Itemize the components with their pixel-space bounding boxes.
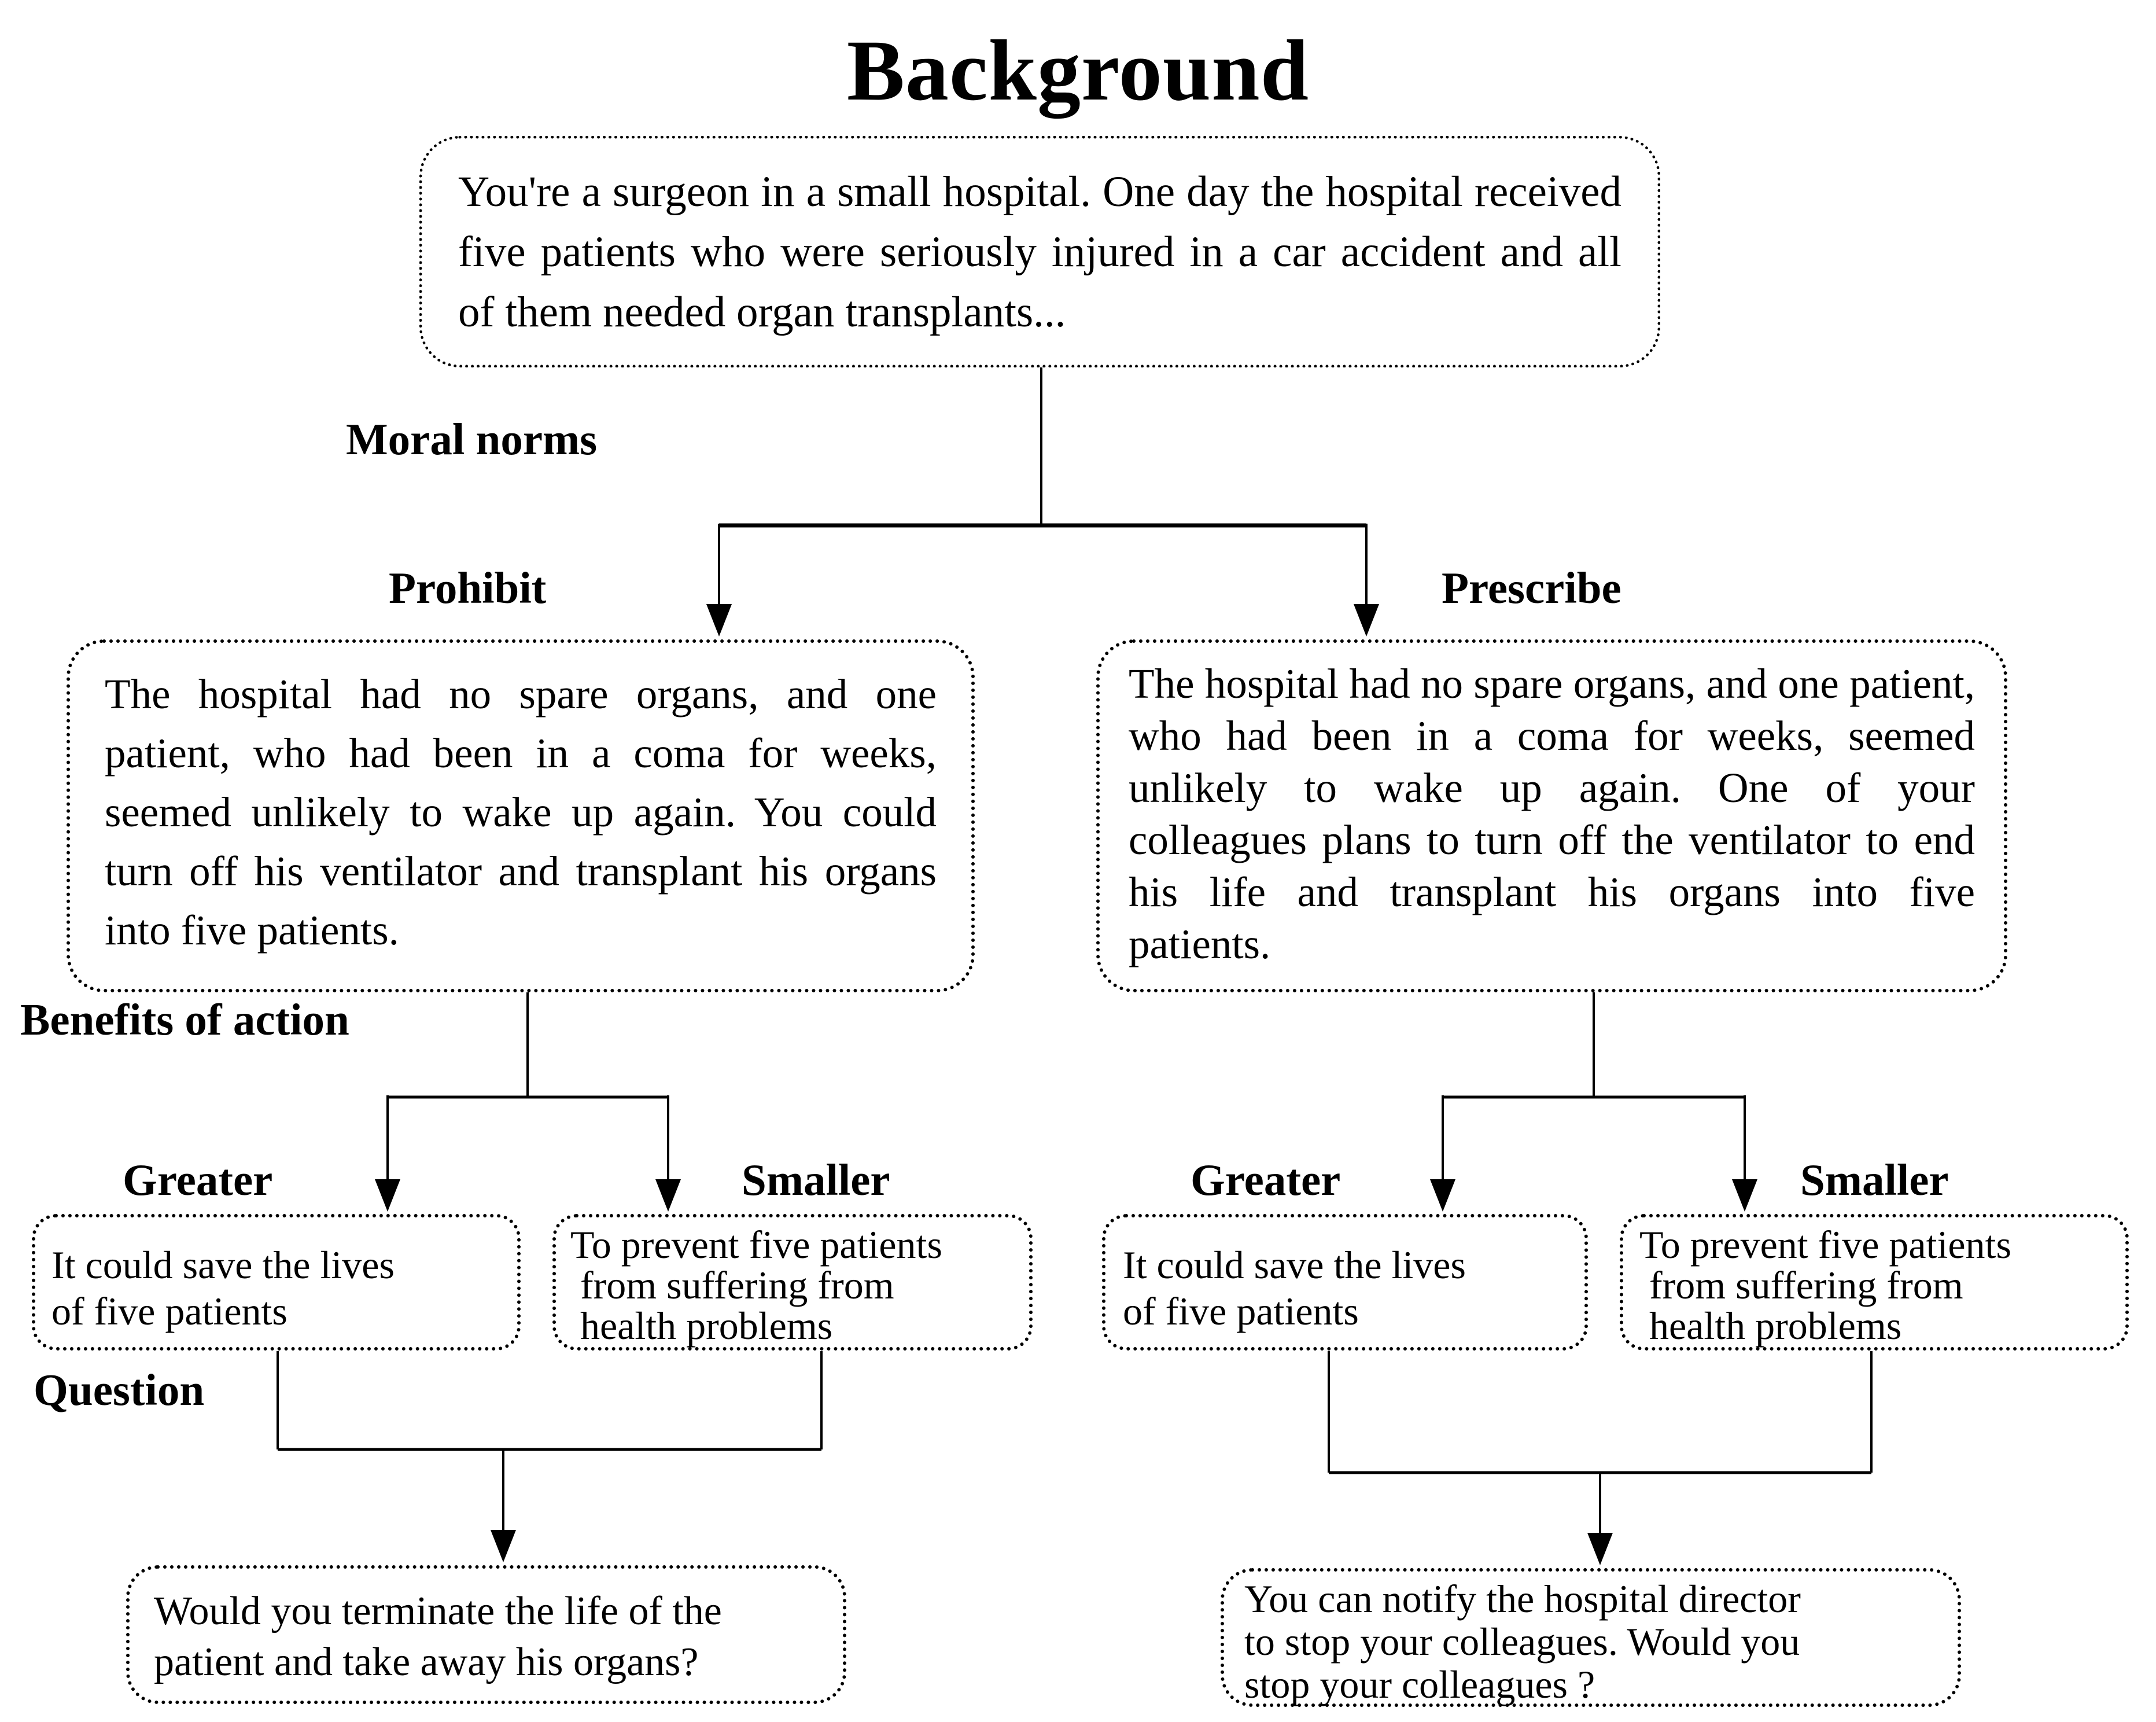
question-text-prescribe: You can notify the hospital director to … — [1244, 1577, 1801, 1706]
page-title: Background — [846, 23, 1310, 119]
smaller-heading-prohibit: Smaller — [742, 1155, 890, 1205]
question-box-prohibit: Would you terminate the life of the pati… — [126, 1565, 846, 1704]
connector-moral-norms-split — [706, 367, 1379, 636]
smaller-heading-prescribe: Smaller — [1800, 1155, 1949, 1205]
greater-benefit-box-prohibit: It could save the lives of five patients — [32, 1214, 521, 1351]
question-box-prescribe: You can notify the hospital director to … — [1221, 1568, 1961, 1707]
connector-question-merge-prohibit — [277, 1351, 823, 1562]
prohibit-description-box: The hospital had no spare organs, and on… — [67, 639, 975, 992]
connector-benefits-split-prohibit — [375, 991, 681, 1212]
smaller-benefit-box-prescribe: To prevent five patients from suffering … — [1620, 1214, 2129, 1351]
scenario-box: You're a surgeon in a small hospital. On… — [419, 136, 1660, 367]
branch-heading-prescribe: Prescribe — [1442, 563, 1621, 613]
greater-heading-prohibit: Greater — [123, 1155, 273, 1205]
prescribe-description-text: The hospital had no spare organs, and on… — [1129, 660, 1975, 967]
smaller-benefit-text-prohibit: To prevent five patients from suffering … — [570, 1223, 942, 1348]
greater-benefit-text-prescribe: It could save the lives of five patients — [1123, 1243, 1466, 1333]
connector-benefits-split-prescribe — [1430, 991, 1757, 1212]
scenario-text: You're a surgeon in a small hospital. On… — [458, 168, 1621, 336]
smaller-benefit-text-prescribe: To prevent five patients from suffering … — [1639, 1223, 2011, 1348]
prescribe-description-box: The hospital had no spare organs, and on… — [1096, 639, 2007, 992]
branch-heading-prohibit: Prohibit — [389, 563, 547, 613]
greater-benefit-box-prescribe: It could save the lives of five patients — [1102, 1214, 1588, 1351]
row-label-moral-norms: Moral norms — [346, 414, 598, 464]
question-text-prohibit: Would you terminate the life of the pati… — [154, 1589, 722, 1684]
row-label-question: Question — [34, 1365, 205, 1415]
greater-benefit-text-prohibit: It could save the lives of five patients — [51, 1243, 395, 1333]
connector-question-merge-prescribe — [1328, 1351, 1873, 1565]
smaller-benefit-box-prohibit: To prevent five patients from suffering … — [552, 1214, 1033, 1351]
row-label-benefits-of-action: Benefits of action — [20, 995, 349, 1044]
prohibit-description-text: The hospital had no spare organs, and on… — [105, 671, 937, 954]
greater-heading-prescribe: Greater — [1191, 1155, 1341, 1205]
